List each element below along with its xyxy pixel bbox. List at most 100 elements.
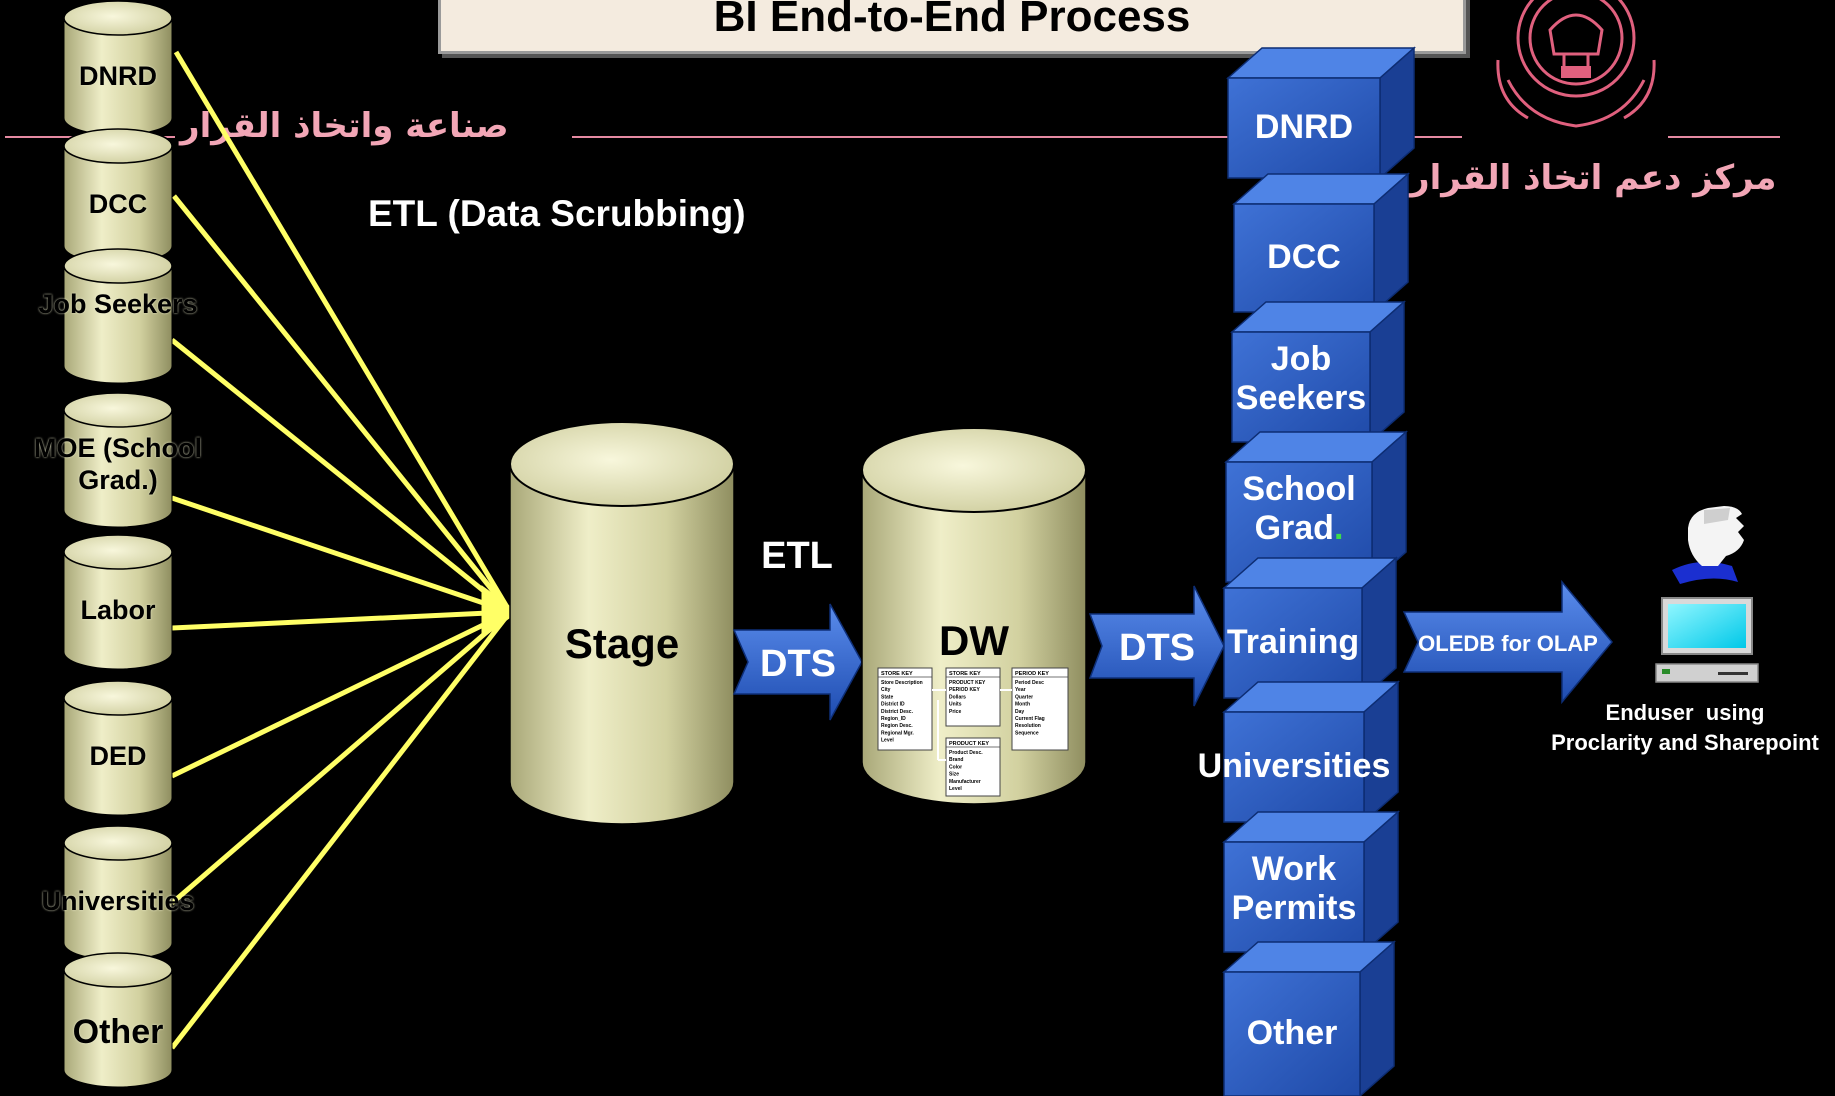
schema-row: Level: [949, 786, 962, 792]
dts-arrow-2: [1088, 585, 1225, 707]
schema-row: Color: [949, 764, 962, 770]
cube-universities: [1222, 680, 1400, 824]
source-cylinder-dcc: [63, 128, 173, 264]
cube-label-training: Training: [1226, 623, 1360, 661]
schema-row: Period Desc: [1015, 680, 1044, 686]
schema-row: Region Desc.: [881, 723, 913, 729]
schema-table-3: PERIOD KEY Period DescYearQuarterMonthDay…: [1011, 667, 1069, 751]
cube-job-seekers: [1230, 300, 1406, 444]
cube-label-dnrd: DNRD: [1254, 108, 1354, 146]
cube-work-permits: [1222, 810, 1400, 954]
olap-label: OLEDB for OLAP: [1418, 631, 1598, 656]
schema-row: Store Description: [881, 680, 923, 686]
stage-label: Stage: [565, 620, 679, 667]
fan-line: [171, 609, 511, 631]
schema-row: Units: [949, 702, 962, 708]
enduser-line-1: Enduser using: [1605, 700, 1765, 725]
etl-scrubbing-label: ETL (Data Scrubbing): [368, 193, 746, 234]
schema-table-title: STORE KEY: [881, 671, 913, 677]
schema-row: Price: [949, 709, 961, 715]
cube-label-other: Other: [1246, 1014, 1338, 1052]
star-schema: STORE KEY Store DescriptionCityStateDistr…: [877, 667, 1069, 797]
schema-row: Current Flag: [1015, 716, 1045, 722]
schema-table-title: STORE KEY: [949, 671, 981, 677]
etl-label: ETL: [761, 535, 833, 577]
source-label-dnrd: DNRD: [79, 61, 157, 91]
cube-label-work-permits: Work Permits: [1231, 850, 1357, 928]
schema-row: Year: [1015, 687, 1026, 693]
source-label-dcc: DCC: [88, 189, 148, 219]
page-title: BI End-to-End Process: [713, 0, 1191, 41]
schema-row: Region_ID: [881, 716, 906, 722]
end-user-icon: [1655, 506, 1759, 683]
stage-cylinder: [509, 421, 735, 825]
source-cylinder-moe-school-grad: [63, 392, 173, 528]
source-cylinder-other: [63, 952, 173, 1088]
cube-label-universities: Universities: [1197, 747, 1391, 785]
source-cylinder-job-seekers: [63, 248, 173, 384]
fan-arrowhead: [481, 585, 519, 639]
fan-line: [170, 338, 512, 614]
schema-row: Product Desc.: [949, 750, 983, 756]
schema-row: Dollars: [949, 694, 966, 700]
schema-row: Brand: [949, 757, 963, 763]
title-box: BI End-to-End Process: [438, 0, 1466, 54]
cube-training: [1222, 556, 1398, 700]
fan-line: [170, 610, 512, 905]
schema-row: Size: [949, 772, 959, 778]
fan-line: [172, 194, 512, 614]
cube-label-job-seekers: Job Seekers: [1235, 340, 1367, 418]
divider-left-2: [572, 136, 1230, 138]
source-label-universities: Universities: [41, 886, 195, 916]
source-label-other: Other: [72, 1013, 164, 1051]
etl-fan-lines: [170, 50, 519, 1050]
government-seal-emblem: [1496, 0, 1656, 128]
schema-row: Day: [1015, 709, 1024, 715]
enduser-caption: Enduser using Proclarity and Sharepoint: [1530, 698, 1835, 757]
source-cylinder-universities: [63, 825, 173, 961]
source-cylinder-dnrd: [63, 0, 173, 136]
schema-table-4: PRODUCT KEY Product Desc.BrandColorSizeMa…: [945, 737, 1001, 797]
schema-table-1: STORE KEY Store DescriptionCityStateDistr…: [877, 667, 933, 751]
schema-row: Level: [881, 738, 894, 744]
source-label-moe-school-grad: MOE (School Grad.): [34, 433, 202, 496]
schema-row: Sequence: [1015, 730, 1039, 736]
dts-arrow-1: [732, 603, 863, 721]
dw-label: DW: [939, 617, 1009, 664]
schema-row: Regional Mgr.: [881, 730, 914, 736]
fan-line: [170, 609, 512, 779]
fan-line: [173, 50, 513, 614]
source-cylinder-labor: [63, 534, 173, 670]
fan-line: [171, 495, 511, 615]
schema-table-title: PRODUCT KEY: [949, 741, 989, 747]
fan-line: [170, 610, 512, 1050]
schema-row: Month: [1015, 702, 1030, 708]
cube-dcc: [1232, 172, 1410, 314]
dts-label-1: DTS: [760, 643, 836, 685]
schema-row: City: [881, 687, 891, 693]
schema-row: Manufacturer: [949, 779, 981, 785]
divider-right-2: [1668, 136, 1780, 138]
source-label-ded: DED: [89, 741, 147, 771]
arabic-heading-right: مركز دعم اتخاذ القرار: [1410, 158, 1777, 198]
schema-row: State: [881, 694, 893, 700]
cube-label-dcc: DCC: [1267, 238, 1341, 276]
olap-cube-stack: [1222, 46, 1416, 1096]
schema-row: District Desc.: [881, 709, 914, 715]
source-label-job-seekers: Job Seekers: [38, 289, 198, 319]
schema-row: District ID: [881, 702, 905, 708]
schema-row: PERIOD KEY: [949, 687, 981, 693]
dts-label-2: DTS: [1119, 627, 1195, 669]
enduser-line-2: Proclarity and Sharepoint: [1551, 729, 1819, 755]
schema-row: PRODUCT KEY: [949, 680, 986, 686]
schema-table-title: PERIOD KEY: [1015, 671, 1049, 677]
divider-right-1: [1410, 136, 1462, 138]
source-cylinder-ded: [63, 680, 173, 816]
schema-row: Resolution: [1015, 723, 1041, 729]
source-cylinders: [63, 0, 173, 1088]
source-label-labor: Labor: [80, 595, 156, 625]
schema-row: Quarter: [1015, 694, 1033, 700]
